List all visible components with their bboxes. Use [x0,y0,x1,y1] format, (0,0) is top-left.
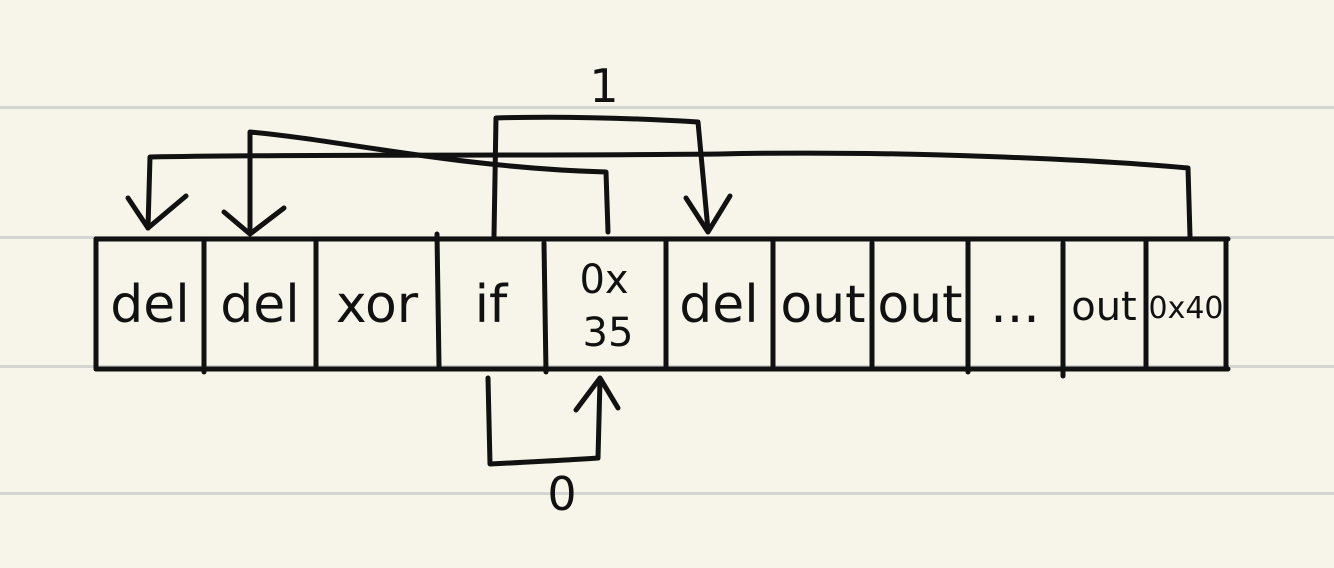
cell-label-del: del [110,275,189,335]
arrow-0x40-to-del-1 [125,150,1193,239]
tape [93,231,1231,379]
branch-false-arrow [485,375,621,467]
branch-true-label: 1 [589,59,618,113]
cell-label-hex-prefix: 0x [579,257,628,303]
branch-true-arrow [491,114,733,239]
cell-label-hex-digits: 35 [583,310,634,356]
arrow-0x35-to-del-2 [221,129,611,237]
cell-label-del: del [220,275,299,335]
cell-label-out: out [1071,284,1137,330]
cell-label-0x40: 0x40 [1148,291,1223,326]
notebook-rule [0,106,1334,109]
cell-label-out: out [780,275,865,335]
branch-false-label: 0 [547,467,576,521]
notebook-rule [0,492,1334,495]
cell-label-if: if [475,275,509,335]
cell-label-xor: xor [336,275,419,335]
cell-label-out: out [877,275,962,335]
cell-label-del: del [679,275,758,335]
cell-label-ellipsis: ... [990,275,1040,335]
